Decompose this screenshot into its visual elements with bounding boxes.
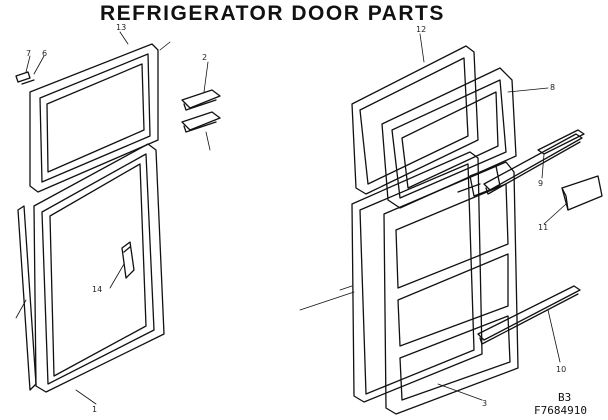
freezer-inner-door-liner — [381, 67, 517, 209]
callout-9: 9 — [538, 179, 543, 188]
callout-3: 3 — [482, 399, 487, 408]
hinge-bracket-lower — [181, 111, 221, 133]
callout-10: 10 — [556, 365, 566, 374]
callout-13: 13 — [116, 23, 126, 32]
leader-lines — [15, 31, 567, 405]
shelf-rail-upper-2 — [537, 129, 585, 155]
callout-7: 7 — [26, 49, 31, 58]
door-handle — [121, 241, 135, 279]
butter-compartment-door — [561, 175, 603, 211]
callout-2-bracket: 2 — [202, 53, 207, 62]
fresh-food-door-gasket — [33, 143, 165, 393]
shelf-rail-upper — [483, 133, 583, 195]
freezer-door-gasket-right — [351, 45, 479, 195]
clip-parts — [15, 71, 35, 85]
hinge-bracket-upper — [181, 89, 221, 111]
page-code: B3 — [558, 391, 572, 404]
callout-14: 14 — [92, 285, 102, 294]
callout-11: 11 — [538, 223, 548, 232]
freezer-door-gasket — [29, 43, 159, 193]
callout-6: 6 — [42, 49, 47, 58]
callout-8: 8 — [550, 83, 555, 92]
diagram-title: REFRIGERATOR DOOR PARTS — [100, 2, 445, 25]
callout-12: 12 — [416, 25, 426, 34]
fresh-food-inner-door-liner — [383, 161, 519, 415]
callout-1: 1 — [92, 405, 97, 414]
shelf-rail-lower — [477, 285, 581, 345]
figure-code: F7684910 — [534, 404, 587, 417]
fresh-food-door-gasket-right — [351, 151, 483, 403]
door-strip — [17, 205, 37, 391]
